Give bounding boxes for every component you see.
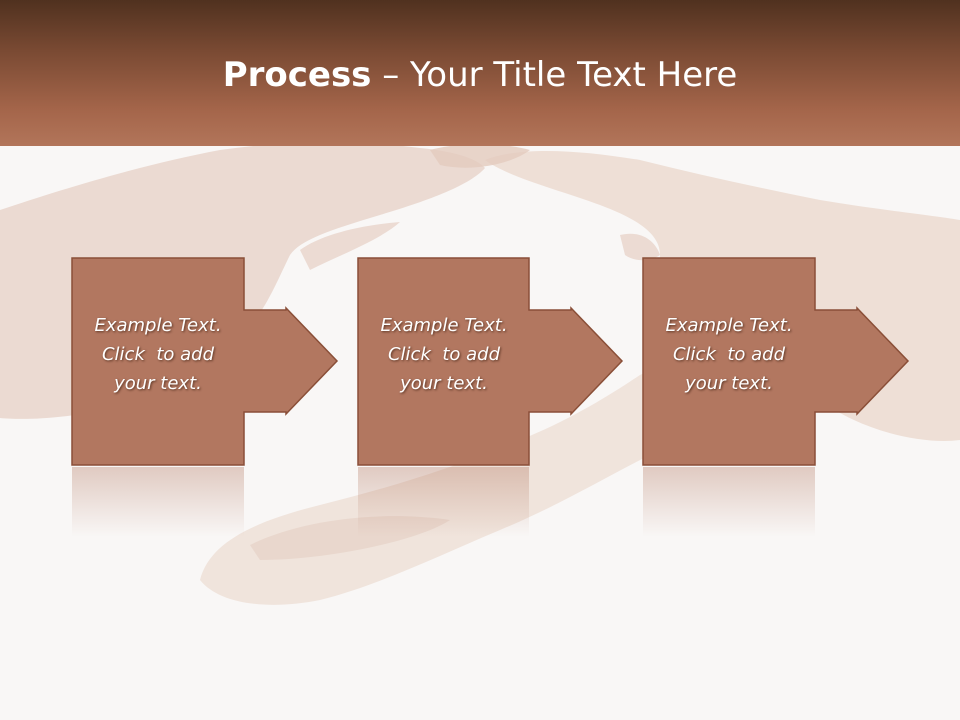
process-step-1-text[interactable]: Example Text. Click to add your text. bbox=[72, 311, 244, 398]
process-step-1-shape[interactable] bbox=[71, 257, 339, 466]
process-step-3-shape[interactable] bbox=[642, 257, 910, 466]
title-bold-text: Process bbox=[222, 55, 372, 95]
process-step-3-reflection bbox=[643, 467, 815, 537]
process-step-1-reflection bbox=[72, 467, 244, 537]
step-2-line-2: Click to add bbox=[387, 344, 500, 365]
title-bar bbox=[0, 0, 960, 146]
step-1-line-3: your text. bbox=[114, 373, 202, 394]
title-rest-text: – Your Title Text Here bbox=[371, 55, 738, 95]
step-3-line-1: Example Text. bbox=[665, 315, 793, 336]
process-step-2-shape[interactable] bbox=[357, 257, 624, 466]
step-3-line-3: your text. bbox=[685, 373, 773, 394]
step-1-line-1: Example Text. bbox=[94, 315, 222, 336]
process-step-3-text[interactable]: Example Text. Click to add your text. bbox=[643, 311, 815, 398]
process-step-2-text[interactable]: Example Text. Click to add your text. bbox=[358, 311, 530, 398]
process-step-2-reflection bbox=[358, 467, 529, 537]
step-3-line-2: Click to add bbox=[672, 344, 785, 365]
slide-title[interactable]: Process – Your Title Text Here bbox=[0, 52, 960, 98]
step-2-line-3: your text. bbox=[400, 373, 488, 394]
step-1-line-2: Click to add bbox=[101, 344, 214, 365]
step-2-line-1: Example Text. bbox=[380, 315, 508, 336]
